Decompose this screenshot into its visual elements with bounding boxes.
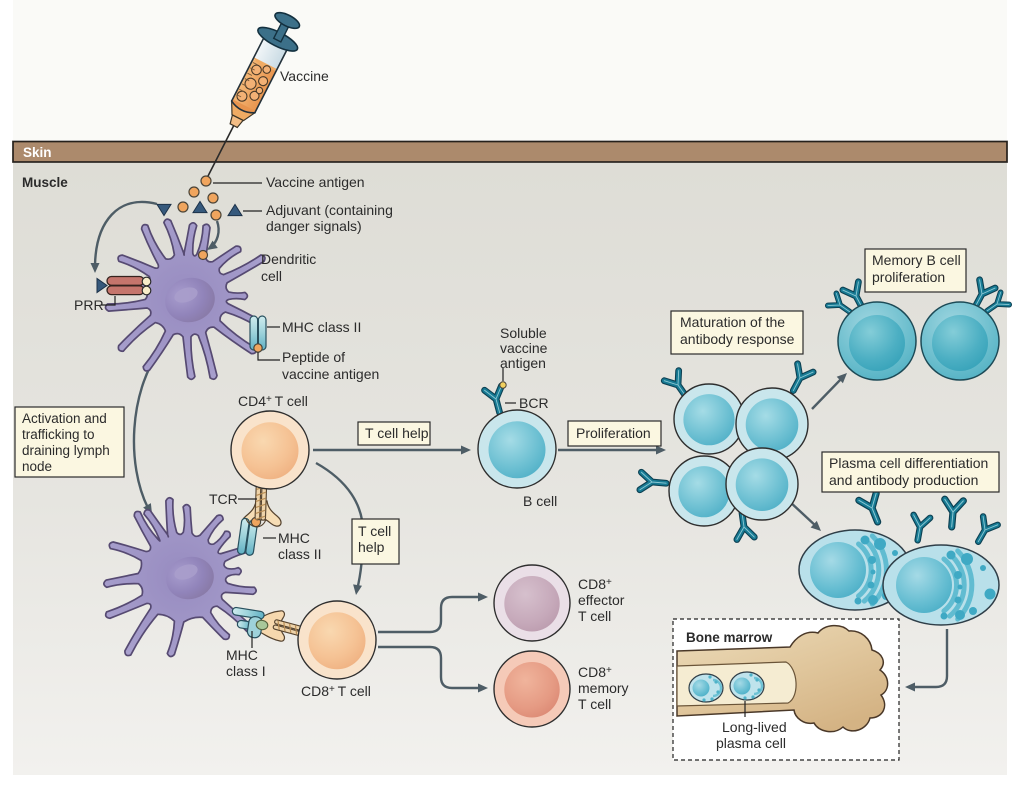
svg-text:and antibody production: and antibody production [829, 472, 978, 488]
svg-text:MHC: MHC [226, 647, 258, 663]
svg-text:antigen: antigen [500, 355, 546, 371]
svg-text:Peptide of: Peptide of [282, 349, 345, 365]
svg-text:CD8+: CD8+ [578, 664, 615, 680]
svg-text:Proliferation: Proliferation [576, 425, 651, 441]
svg-text:help: help [358, 539, 385, 555]
svg-text:CD4+ T cell: CD4+ T cell [238, 393, 308, 409]
svg-text:T cell: T cell [578, 696, 611, 712]
svg-text:Long-lived: Long-lived [722, 719, 787, 735]
svg-text:proliferation: proliferation [872, 269, 945, 285]
svg-text:T cell: T cell [358, 523, 391, 539]
svg-text:effector: effector [578, 592, 625, 608]
svg-text:memory: memory [578, 680, 629, 696]
svg-text:class II: class II [278, 546, 322, 562]
svg-text:Vaccine antigen: Vaccine antigen [266, 174, 365, 190]
svg-text:Vaccine: Vaccine [280, 68, 329, 84]
svg-text:MHC class II: MHC class II [282, 319, 361, 335]
svg-text:antibody response: antibody response [680, 331, 795, 347]
svg-text:CD8+ T cell: CD8+ T cell [301, 683, 371, 699]
svg-text:vaccine antigen: vaccine antigen [282, 366, 379, 382]
svg-text:Memory B cell: Memory B cell [872, 252, 961, 268]
svg-text:TCR: TCR [209, 491, 238, 507]
svg-text:danger signals): danger signals) [266, 218, 362, 234]
svg-text:T cell help: T cell help [365, 425, 429, 441]
svg-text:trafficking to: trafficking to [22, 427, 95, 442]
svg-text:Skin: Skin [23, 145, 52, 160]
svg-text:Muscle: Muscle [22, 175, 68, 190]
svg-text:plasma cell: plasma cell [716, 735, 786, 751]
svg-text:CD8+: CD8+ [578, 576, 615, 592]
svg-text:B cell: B cell [523, 493, 557, 509]
svg-text:Dendritic: Dendritic [261, 251, 316, 267]
svg-text:Bone marrow: Bone marrow [686, 630, 773, 645]
svg-text:BCR: BCR [519, 395, 549, 411]
svg-text:MHC: MHC [278, 530, 310, 546]
svg-text:T cell: T cell [578, 608, 611, 624]
svg-text:draining lymph: draining lymph [22, 443, 110, 458]
svg-text:cell: cell [261, 268, 282, 284]
svg-text:class I: class I [226, 663, 266, 679]
svg-text:Plasma cell differentiation: Plasma cell differentiation [829, 455, 988, 471]
svg-text:PRR: PRR [74, 297, 104, 313]
svg-text:node: node [22, 459, 52, 474]
svg-text:Maturation of the: Maturation of the [680, 314, 785, 330]
svg-text:vaccine: vaccine [500, 340, 548, 356]
svg-text:Adjuvant (containing: Adjuvant (containing [266, 202, 393, 218]
svg-text:Activation and: Activation and [22, 411, 107, 426]
svg-text:Soluble: Soluble [500, 325, 547, 341]
